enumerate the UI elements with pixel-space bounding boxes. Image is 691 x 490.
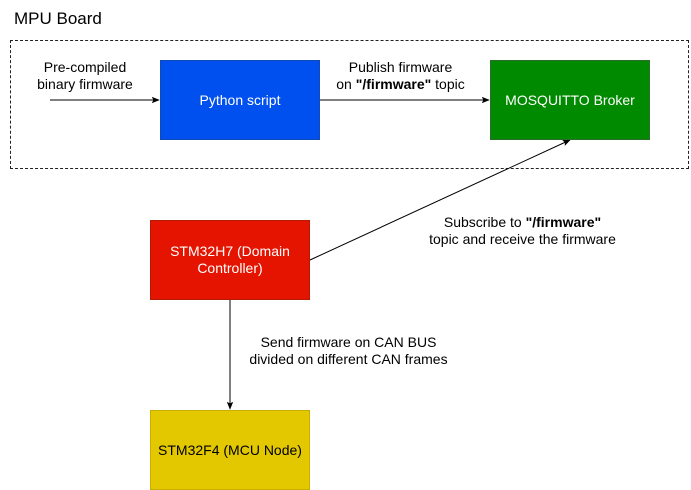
stm32f4-node[interactable]: STM32F4 (MCU Node)	[150, 410, 310, 490]
publish-label-post: topic	[431, 76, 465, 92]
stm32h7-node[interactable]: STM32H7 (Domain Controller)	[150, 220, 310, 300]
subscribe-label-line2: topic and receive the firmware	[429, 231, 616, 247]
input-label-line2: binary firmware	[37, 76, 133, 92]
can-label-line2: divided on different CAN frames	[249, 351, 448, 367]
subscribe-topic: "/firmware"	[525, 214, 602, 230]
publish-edge-label: Publish firmware on "/firmware" topic	[328, 59, 473, 93]
stm32h7-label: STM32H7 (Domain Controller)	[170, 243, 290, 276]
python-script-node[interactable]: Python script	[160, 60, 320, 140]
mosquitto-broker-node[interactable]: MOSQUITTO Broker	[490, 60, 650, 140]
subscribe-edge-label: Subscribe to "/firmware" topic and recei…	[410, 214, 635, 248]
input-edge-label: Pre-compiled binary firmware	[30, 59, 140, 93]
mosquitto-broker-label: MOSQUITTO Broker	[505, 91, 635, 108]
input-label-line1: Pre-compiled	[43, 59, 127, 75]
stm32f4-label: STM32F4 (MCU Node)	[158, 441, 302, 458]
mpu-board-title: MPU Board	[14, 9, 102, 28]
arrow-h7-to-broker	[309, 139, 571, 261]
publish-topic: "/firmware"	[355, 76, 432, 92]
mpu-board-container	[10, 40, 689, 169]
publish-label-line2: on "/firmware" topic	[328, 76, 473, 93]
can-label-line1: Send firmware on CAN BUS	[260, 334, 437, 350]
subscribe-label-pre: Subscribe to	[443, 214, 526, 230]
publish-label-line1: Publish firmware	[348, 59, 453, 75]
subscribe-label-line1: Subscribe to "/firmware"	[410, 214, 635, 231]
can-edge-label: Send firmware on CAN BUS divided on diff…	[236, 334, 461, 368]
publish-label-pre: on	[336, 76, 356, 92]
python-script-label: Python script	[199, 91, 281, 108]
